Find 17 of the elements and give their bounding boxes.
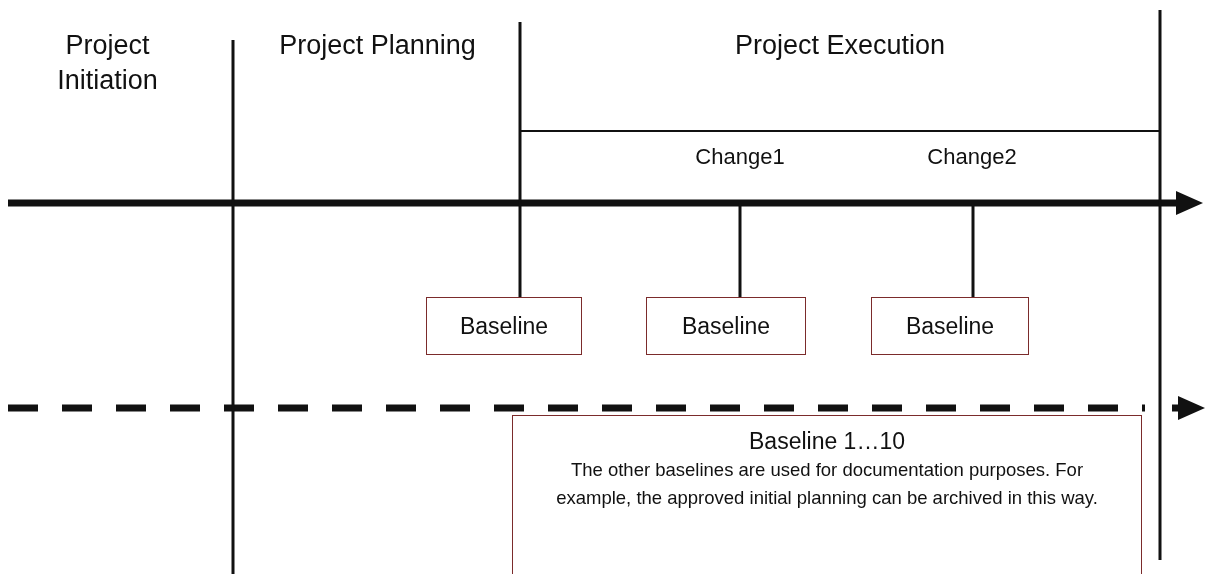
connector-line [738, 203, 742, 297]
baseline-box [426, 297, 582, 355]
note-box [512, 415, 1142, 574]
phase-heading: Project Planning [278, 29, 477, 62]
box-title: Baseline [905, 312, 995, 341]
description-text: The other baselines are used for documentation purposes. For example, the approved initial planning can be archived in this way. [555, 458, 1099, 510]
change-label: Change2 [926, 143, 1018, 171]
box-title: Baseline 1…10 [749, 427, 905, 456]
baseline-box [646, 297, 806, 355]
phase-heading: Project Initiation [56, 29, 159, 98]
box-title: Baseline [459, 312, 549, 341]
change-label: Change1 [694, 143, 786, 171]
connector-line [971, 203, 975, 297]
baseline-box [871, 297, 1029, 355]
box-title: Baseline [681, 312, 771, 341]
phase-heading: Project Execution [733, 29, 947, 62]
connector-line [518, 203, 522, 297]
